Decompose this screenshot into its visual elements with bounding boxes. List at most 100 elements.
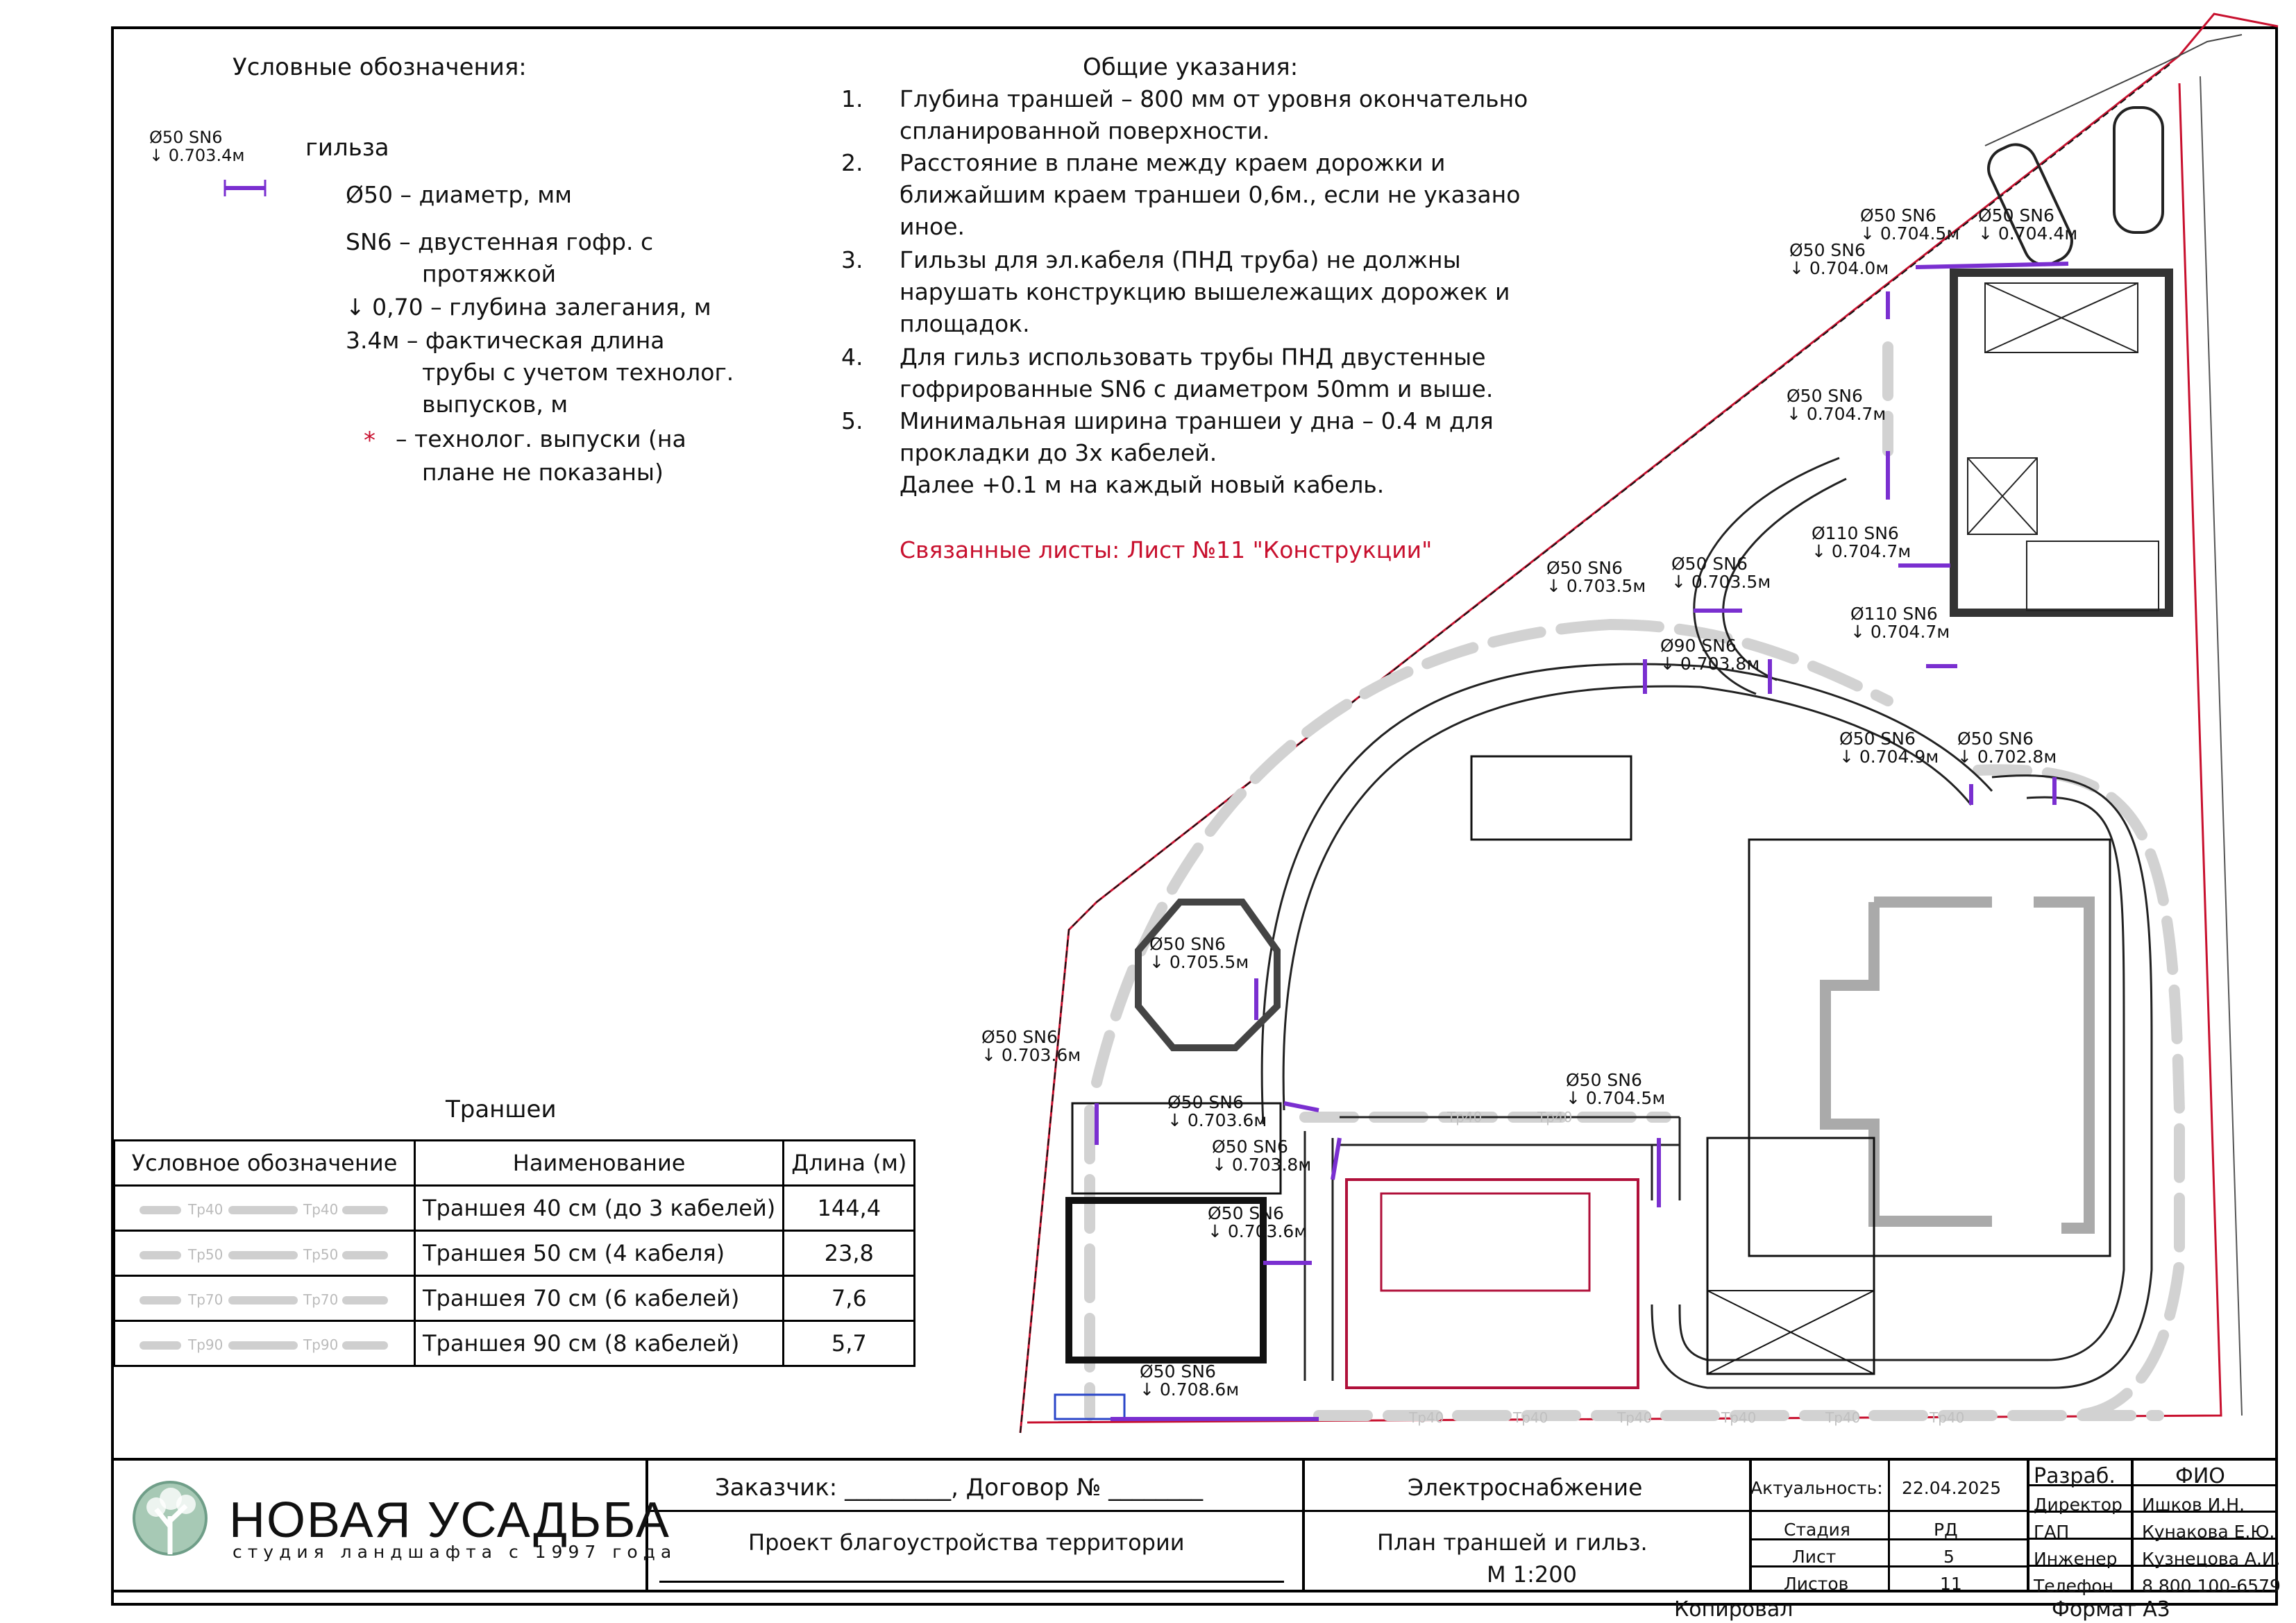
legend-item: ↓ 0,70 – глубина залегания, м: [346, 294, 711, 321]
note-number: 4.: [841, 343, 863, 371]
main-house: [1706, 838, 2111, 1375]
note-line: Минимальная ширина траншеи у дна – 0.4 м…: [900, 407, 1494, 434]
sleeve-label: ↓ 0.704.7м: [1787, 404, 1886, 424]
pergola: [1135, 755, 1632, 1051]
note-line: Для гильз использовать трубы ПНД двустен…: [900, 343, 1486, 371]
company-subtitle: студия ландшафта с 1997 года: [233, 1542, 677, 1562]
sleeve-label: ↓ 0.704.9м: [1839, 747, 1939, 767]
trench-code: Тр40: [1537, 1109, 1573, 1125]
role: ГАП: [2034, 1522, 2070, 1542]
plot-boundary: [1019, 12, 2279, 1434]
header-cell: Длина (м): [782, 1139, 916, 1187]
sleeve-label: ↓ 0.703.5м: [1546, 576, 1646, 596]
sleeve-symbol: [223, 180, 267, 196]
sleeve-label: Ø50 SN6: [1546, 558, 1623, 578]
trench-arc: [1091, 619, 1616, 1088]
trench-table: Условное обозначение Наименование Длина …: [113, 1139, 916, 1367]
actuality-value: 22.04.2025: [1902, 1478, 2002, 1498]
note-line: иное.: [900, 213, 965, 240]
note-number: 3.: [841, 246, 863, 273]
role-name: Ишков И.Н.: [2142, 1495, 2245, 1515]
trench-table-title: Траншеи: [446, 1096, 557, 1123]
header-cell: Наименование: [413, 1139, 785, 1187]
format-label: Формат А3: [2052, 1597, 2170, 1622]
role: Телефон: [2034, 1576, 2114, 1596]
legend-item: SN6 – двустенная гофр. с: [346, 228, 654, 255]
sleeve-label: Ø50 SN6: [1671, 554, 1748, 574]
legend-item: протяжкой: [422, 260, 557, 287]
actuality-label: Актуальность:: [1750, 1478, 1883, 1498]
role-name: Кузнецова А.И.: [2142, 1549, 2281, 1569]
pool: [1345, 1178, 1639, 1389]
trench-code: Тр40: [1825, 1409, 1861, 1426]
legend-item: выпусков, м: [422, 391, 568, 418]
sleeve-label: ↓ 0.703.6м: [981, 1045, 1081, 1065]
trench-name: Траншея 50 см (4 кабеля): [413, 1230, 785, 1277]
role-name: ФИО: [2175, 1464, 2225, 1488]
sleeve-label: Ø50 SN6: [1212, 1137, 1288, 1157]
sleeve-label: ↓ 0.703.6м: [1208, 1221, 1308, 1241]
note-number: 2.: [841, 149, 863, 176]
sleeve-label: ↓ 0.708.6м: [1140, 1379, 1240, 1400]
header-cell: Условное обозначение: [113, 1139, 416, 1187]
note-line: Глубина траншей – 800 мм от уровня оконч…: [900, 85, 1528, 112]
sheet-value: 5: [1943, 1547, 1955, 1567]
role-name: Кунакова Е.Ю.: [2142, 1522, 2275, 1542]
title-block: [111, 1458, 2278, 1592]
sleeve-label: Ø50 SN6: [1167, 1092, 1244, 1112]
trench-line: [1973, 764, 2185, 1421]
sleeve-label: ↓ 0.704.5м: [1566, 1088, 1666, 1108]
underline: [659, 1581, 1284, 1583]
sleeve-label: ↓ 0.703.8м: [1212, 1155, 1312, 1175]
sleeve-label: Ø50 SN6: [1957, 729, 2034, 749]
note-number: 5.: [841, 407, 863, 434]
company-name: НОВАЯ УСАДЬБА: [229, 1493, 670, 1548]
bathhouse: [1054, 1102, 1282, 1420]
trench-code: Тр40: [1447, 1109, 1483, 1125]
sleeve-label: Ø50 SN6: [1566, 1070, 1642, 1090]
section-title: Электроснабжение: [1408, 1474, 1643, 1501]
sleeve-label: ↓ 0.705.5м: [1149, 952, 1249, 972]
note-line: Далее +0.1 м на каждый новый кабель.: [900, 471, 1385, 498]
scale: М 1:200: [1487, 1561, 1577, 1588]
role: Разраб.: [2034, 1464, 2116, 1488]
trench-code: Тр40: [1930, 1409, 1965, 1426]
sleeve-label: ↓ 0.704.4м: [1978, 223, 2078, 244]
trench-name: Траншея 90 см (8 кабелей): [413, 1320, 785, 1367]
sleeve-label: ↓ 0.704.7м: [1850, 622, 1950, 642]
legend-item: 3.4м – фактическая длина: [346, 327, 665, 354]
company-logo-icon: [133, 1481, 208, 1556]
note-line: Расстояние в плане между краем дорожки и: [900, 149, 1446, 176]
sleeve-label: Ø50 SN6: [1140, 1361, 1216, 1382]
sleeve-label: ↓ 0.703.5м: [1671, 572, 1771, 592]
sleeve-label: Ø110 SN6: [1850, 604, 1938, 624]
note-line: ближайшим краем траншеи 0,6м., если не у…: [900, 181, 1521, 208]
note-line: Гильзы для эл.кабеля (ПНД труба) не долж…: [900, 246, 1461, 273]
trench-code: Тр40: [1513, 1409, 1548, 1426]
note-line: нарушать конструкцию вышележащих дорожек…: [900, 278, 1510, 305]
trench-length: 5,7: [782, 1320, 916, 1367]
sheets-label: Листов: [1784, 1574, 1849, 1594]
legend-sleeve: гильза: [305, 134, 389, 162]
project-title: Проект благоустройства территории: [748, 1529, 1185, 1556]
guest-house: [1950, 269, 2173, 617]
legend-item: Ø50 – диаметр, мм: [346, 181, 573, 208]
role: Инженер: [2034, 1549, 2118, 1569]
trench-length: 7,6: [782, 1275, 916, 1322]
sleeve-label: Ø50 SN6: [1789, 240, 1866, 260]
sheet-label: Лист: [1792, 1547, 1837, 1567]
trench-length: 23,8: [782, 1230, 916, 1277]
role: Директор: [2034, 1495, 2122, 1515]
trench-code: Тр40: [1721, 1409, 1757, 1426]
table-header: Условное обозначение Наименование Длина …: [113, 1139, 916, 1187]
sheets-value: 11: [1940, 1574, 1962, 1594]
note-line: гофрированные SN6 с диаметром 50mm и выш…: [900, 375, 1494, 402]
trench-code: Тр40: [1617, 1409, 1653, 1426]
sleeve-label: Ø50 SN6: [1787, 386, 1863, 406]
stage-label: Стадия: [1784, 1520, 1850, 1540]
legend-asterisk: *: [364, 427, 375, 454]
trench-length: 144,4: [782, 1184, 916, 1232]
